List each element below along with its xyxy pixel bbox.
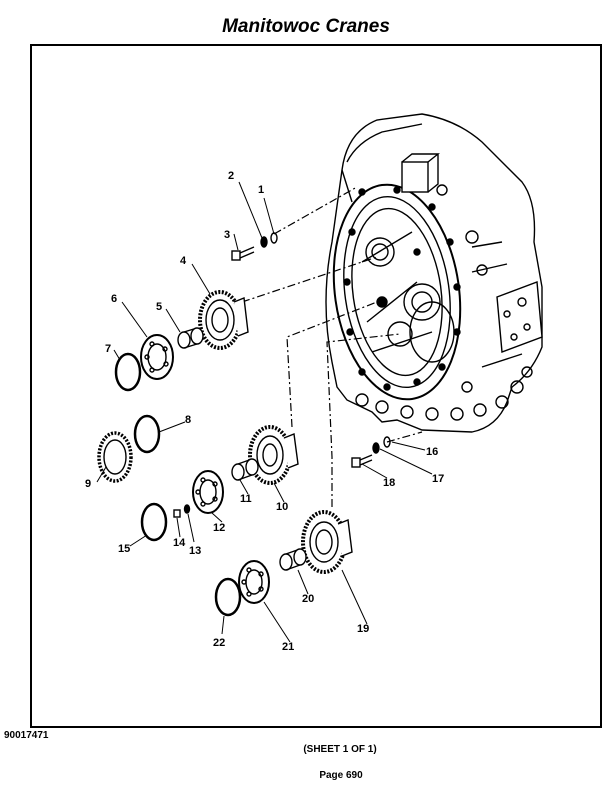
callout-20: 20 [302, 593, 314, 605]
transmission-housing [325, 113, 543, 433]
part-12-bearing [192, 470, 224, 514]
callout-15: 15 [118, 543, 130, 555]
exploded-view-drawing: 1 2 3 4 5 6 7 8 9 10 11 12 13 14 15 16 1… [85, 113, 543, 653]
callout-2: 2 [228, 170, 234, 182]
part-7-snap-ring [114, 352, 142, 392]
part-1-washer [270, 232, 278, 244]
callout-12: 12 [213, 522, 225, 534]
callout-8: 8 [185, 414, 191, 426]
callout-14: 14 [173, 537, 186, 549]
callout-13: 13 [189, 545, 201, 557]
document-number: 90017471 [4, 730, 49, 741]
callout-22: 22 [213, 637, 225, 649]
callout-19: 19 [357, 623, 369, 635]
part-18-bolt [351, 454, 373, 468]
callout-18: 18 [383, 477, 395, 489]
part-19-gear [301, 510, 353, 574]
part-16-washer [383, 436, 391, 448]
part-3-bolt [231, 246, 255, 261]
callout-5: 5 [156, 301, 162, 313]
part-14-bolt [173, 509, 181, 518]
part-4-gear [198, 290, 249, 350]
part-15-ring [140, 502, 168, 542]
part-11-bushing [231, 458, 259, 481]
part-10-gear [248, 425, 299, 485]
sheet-indicator: (SHEET 1 OF 1) [303, 744, 377, 755]
callout-6: 6 [111, 293, 117, 305]
callout-1: 1 [258, 184, 264, 196]
page-number: Page 690 [319, 770, 363, 781]
part-9-gear [97, 431, 133, 483]
part-2-lockwasher [260, 236, 268, 248]
callout-16: 16 [426, 446, 438, 458]
part-21-bearing [238, 560, 270, 604]
callout-17: 17 [432, 473, 444, 485]
part-20-bushing [279, 548, 307, 571]
callout-9: 9 [85, 478, 91, 490]
callout-3: 3 [224, 229, 230, 241]
callout-7: 7 [105, 343, 111, 355]
page-title: Manitowoc Cranes [222, 16, 390, 37]
callout-4: 4 [180, 255, 187, 267]
diagram-frame: 1 2 3 4 5 6 7 8 9 10 11 12 13 14 15 16 1… [30, 44, 602, 728]
part-5-bushing [177, 327, 204, 349]
callout-11: 11 [240, 493, 252, 505]
callout-labels: 1 2 3 4 5 6 7 8 9 10 11 12 13 14 15 16 1… [85, 170, 444, 653]
part-17-lockwasher [372, 442, 380, 454]
part-6-bearing [140, 334, 174, 380]
part-8-ring [133, 414, 161, 454]
part-22-ring [214, 577, 242, 617]
leader-lines [96, 181, 433, 643]
callout-10: 10 [276, 501, 288, 513]
callout-21: 21 [282, 641, 294, 653]
part-13-lockwasher [183, 504, 191, 514]
assembly-centerlines [241, 186, 423, 507]
